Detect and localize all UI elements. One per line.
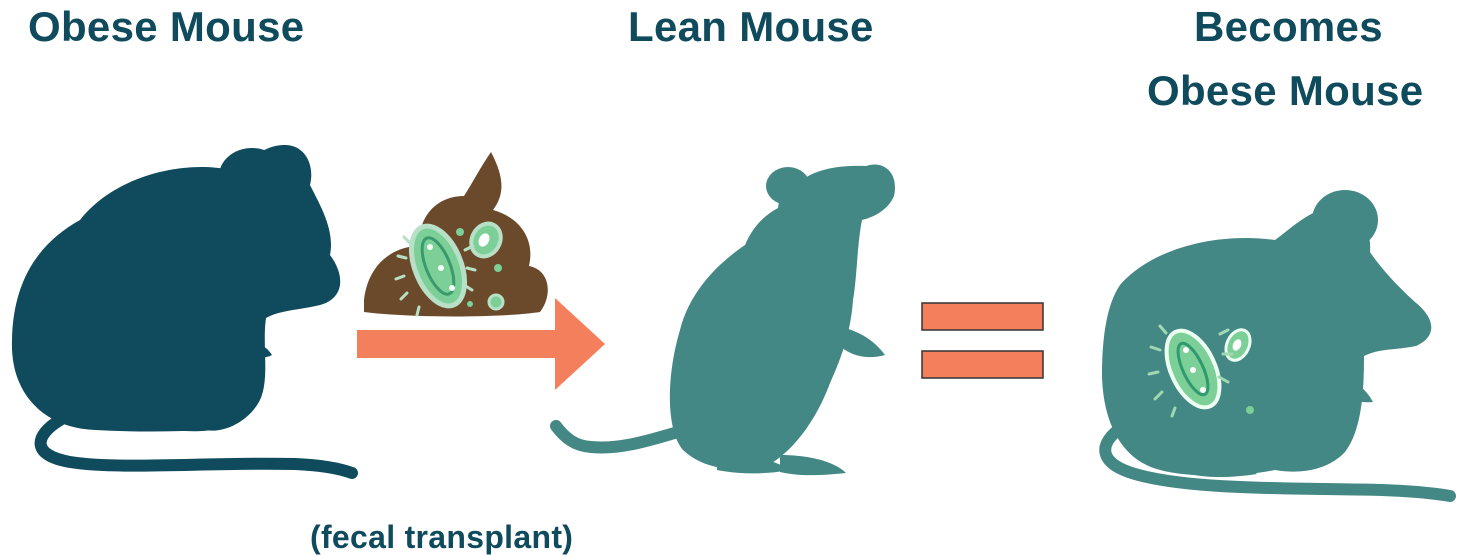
- lean-mouse-paw: [841, 328, 885, 357]
- final-mouse-ear: [1312, 190, 1378, 250]
- lean-mouse-body: [670, 165, 895, 470]
- obese-mouse-body: [12, 145, 340, 432]
- obese-mouse-right-icon: [1102, 190, 1450, 496]
- obese-mouse-left-icon: [12, 145, 352, 473]
- lean-mouse-tail: [556, 426, 678, 448]
- obese-mouse-ear: [219, 148, 285, 204]
- final-mouse-body: [1102, 208, 1431, 476]
- lean-mouse-foot-2: [780, 455, 846, 475]
- lean-mouse-foot: [717, 457, 790, 474]
- lean-mouse-ear: [766, 167, 810, 205]
- equals-icon: [922, 303, 1043, 378]
- lean-mouse-icon: [556, 165, 895, 476]
